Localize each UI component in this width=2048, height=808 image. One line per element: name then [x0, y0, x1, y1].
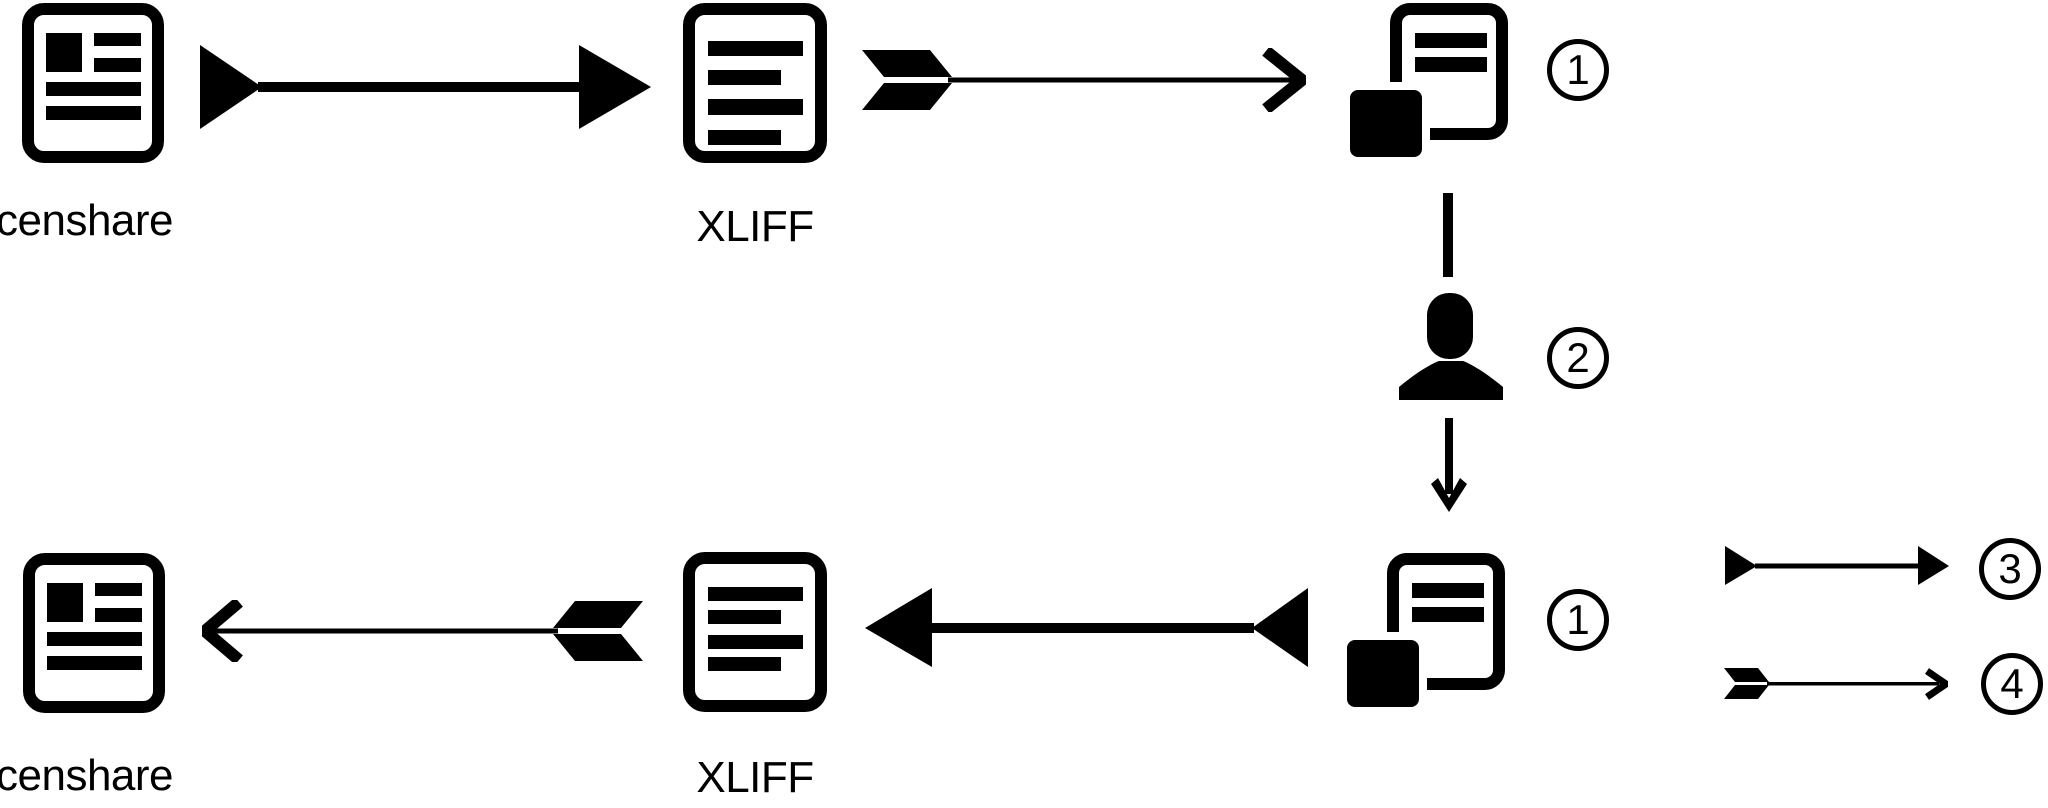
- step-badge-import: 1: [1547, 589, 1609, 651]
- solid-arrow-right: [200, 45, 651, 129]
- xliff-import-label: XLIFF: [696, 753, 814, 802]
- legend-solid-arrow: [1725, 546, 1949, 585]
- copy-documents-icon: [1339, 553, 1505, 715]
- censhare-document-icon: [22, 3, 164, 163]
- fletched-arrow-left: [202, 600, 643, 662]
- xliff-export-label: XLIFF: [696, 202, 814, 251]
- legend-badge-fletched-arrow: 4: [1981, 653, 2043, 715]
- person-icon: [1399, 293, 1503, 400]
- solid-arrow-left: [865, 588, 1308, 667]
- censhare-target-label: censhare: [0, 751, 174, 800]
- arrow-down: [1431, 418, 1467, 512]
- step-badge-translator: 2: [1547, 327, 1609, 389]
- connector-line-down: [1443, 193, 1453, 277]
- censhare-source-label: censhare: [0, 196, 174, 245]
- copy-documents-icon: [1342, 3, 1508, 165]
- fletched-arrow-right: [862, 48, 1306, 112]
- step-badge-export: 1: [1547, 39, 1609, 101]
- legend-fletched-arrow: [1724, 668, 1948, 700]
- censhare-document-icon: [23, 553, 165, 713]
- xliff-document-icon: [683, 552, 827, 712]
- xliff-document-icon: [683, 3, 827, 163]
- legend-badge-solid-arrow: 3: [1979, 538, 2041, 600]
